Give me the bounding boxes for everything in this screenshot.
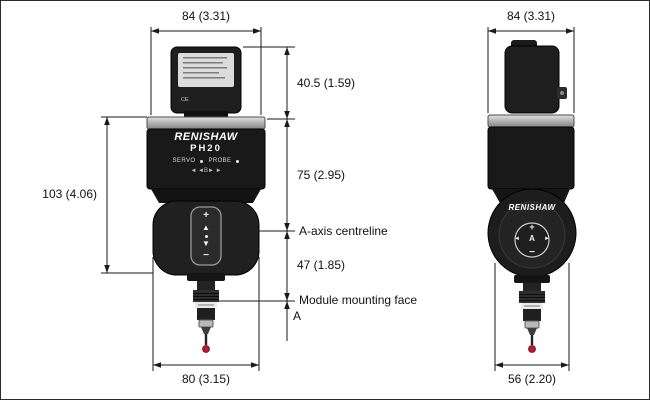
panel-minus-icon: − bbox=[203, 250, 209, 261]
module-label-text-lines bbox=[183, 57, 227, 79]
side-stylus-collar bbox=[524, 320, 540, 329]
panel-down-icon: ▼ bbox=[202, 239, 210, 249]
front-dimension-arrows bbox=[104, 28, 290, 368]
front-mounting-ring bbox=[146, 116, 266, 130]
front-module-connector bbox=[184, 111, 228, 119]
front-stylus-module bbox=[197, 308, 215, 320]
dial-right-arrow-icon: ► bbox=[544, 236, 550, 242]
front-view-device bbox=[146, 46, 266, 353]
front-dim-upper-height: 40.5 (1.59) bbox=[297, 76, 356, 90]
side-stylus-taper bbox=[527, 328, 537, 335]
ce-mark: CE bbox=[181, 97, 189, 103]
front-led-row: SERVO PROBE bbox=[157, 158, 255, 164]
front-model-label: PH20 bbox=[190, 143, 222, 154]
b-axis-marks: ◄ ◄B► ► bbox=[190, 168, 222, 174]
front-ruby-tip bbox=[202, 345, 210, 353]
front-panel-symbols: + ▲ ▼ − bbox=[191, 211, 221, 261]
front-dim-bottom-width: 80 (3.15) bbox=[181, 372, 231, 386]
front-module-neck bbox=[197, 281, 215, 290]
a-axis-centreline-label: A-axis centreline bbox=[299, 224, 388, 238]
side-housing-step bbox=[514, 275, 550, 283]
panel-plus-icon: + bbox=[203, 210, 209, 221]
servo-led-icon bbox=[200, 159, 204, 163]
front-band-text-line bbox=[198, 304, 214, 306]
side-view-device bbox=[487, 40, 577, 353]
front-knurl-lines bbox=[193, 293, 219, 300]
front-dim-stylus-a: A bbox=[293, 309, 302, 323]
side-dim-bottom-width: 56 (2.20) bbox=[507, 372, 557, 386]
side-dim-top-width: 84 (3.31) bbox=[506, 9, 556, 23]
probe-led-icon bbox=[236, 159, 240, 163]
front-housing-step bbox=[187, 273, 225, 281]
panel-up-icon: ▲ bbox=[202, 222, 210, 232]
front-stylus-taper bbox=[201, 327, 211, 334]
module-mounting-face-label: Module mounting face bbox=[299, 293, 418, 307]
side-head-body bbox=[487, 126, 575, 190]
side-knurl-lines bbox=[519, 294, 545, 301]
front-stylus-stem bbox=[204, 334, 208, 345]
side-dimension-lines bbox=[487, 27, 575, 371]
dial-a-axis-letter: A bbox=[529, 234, 535, 243]
front-dim-mid-height: 75 (2.95) bbox=[297, 168, 346, 182]
side-dimension-arrows bbox=[488, 28, 574, 368]
side-module-neck bbox=[523, 283, 541, 291]
front-neck bbox=[151, 189, 261, 203]
front-brand-logo: RENISHAW bbox=[174, 131, 238, 143]
dial-left-arrow-icon: ◄ bbox=[514, 236, 520, 242]
side-a-axis-dial bbox=[514, 222, 550, 258]
panel-center-dot-icon bbox=[204, 234, 208, 238]
front-dim-top-width: 84 (3.31) bbox=[181, 9, 231, 23]
front-dim-lower-height: 47 (1.85) bbox=[297, 258, 346, 272]
front-dimension-lines bbox=[101, 27, 295, 371]
side-mounting-ring bbox=[487, 114, 575, 128]
side-latch-pin bbox=[560, 91, 564, 95]
side-stylus-stem bbox=[530, 335, 534, 345]
dial-minus-icon: − bbox=[529, 247, 535, 258]
side-stylus-module bbox=[523, 309, 541, 321]
side-brand-logo: RENISHAW bbox=[508, 203, 556, 212]
probe-label: PROBE bbox=[208, 158, 232, 164]
front-stylus-collar bbox=[198, 319, 214, 328]
dial-plus-icon: + bbox=[529, 222, 535, 232]
side-probe-module-body bbox=[504, 45, 560, 114]
servo-label: SERVO bbox=[172, 158, 196, 164]
front-dim-overall-height: 103 (4.06) bbox=[42, 187, 97, 201]
side-ruby-tip bbox=[528, 345, 536, 353]
side-band-text-line bbox=[524, 305, 540, 307]
